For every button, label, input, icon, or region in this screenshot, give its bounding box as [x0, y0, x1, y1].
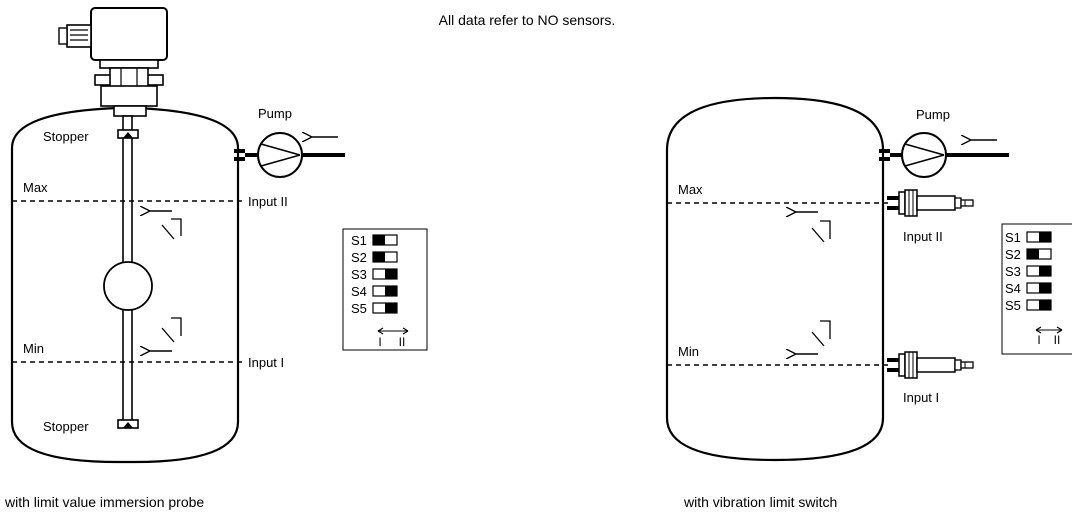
right-pump-icon	[879, 132, 1009, 178]
left-input-upper-label: Input II	[248, 194, 288, 209]
dip-right-switch-knob-3	[1039, 266, 1051, 276]
left-tank-assembly: Stopper Stopper Max Min Input II Input I…	[4, 7, 345, 510]
header-note: All data refer to NO sensors.	[439, 12, 616, 28]
vibration-switch-lower-icon	[887, 351, 974, 379]
stopper-top-icon	[117, 129, 139, 139]
dip-left-switch-knob-1	[373, 235, 385, 245]
right-tank-assembly: Max Min Input II Input I Pump	[665, 96, 1009, 510]
left-min-label: Min	[23, 341, 44, 356]
stopper-top-label: Stopper	[43, 129, 89, 144]
right-tank	[665, 96, 885, 462]
dip-right-switch-knob-2	[1027, 249, 1039, 259]
right-upper-contact-icon	[811, 220, 831, 243]
left-upper-contact-icon	[161, 218, 182, 240]
left-max-label: Max	[23, 180, 48, 195]
dip-left-label-5: S5	[351, 301, 367, 316]
dip-left-label-3: S3	[351, 267, 367, 282]
left-pump-icon	[234, 132, 345, 178]
dip-left-switch-knob-4	[385, 286, 397, 296]
left-input-lower-label: Input I	[248, 355, 284, 370]
dip-right-pos-i: I	[1037, 333, 1040, 347]
dip-right-switch-knob-4	[1039, 283, 1051, 293]
dip-left-pos-ii: II	[399, 335, 406, 349]
dip-right-pos-ii: II	[1054, 333, 1061, 347]
dip-left-label-4: S4	[351, 284, 367, 299]
left-caption: with limit value immersion probe	[4, 494, 204, 510]
left-pump-label: Pump	[258, 106, 292, 121]
right-caption: with vibration limit switch	[683, 494, 837, 510]
stopper-bottom-label: Stopper	[43, 419, 89, 434]
probe-head-icon	[58, 7, 168, 117]
vibration-switch-upper-icon	[887, 189, 974, 217]
dip-right-label-3: S3	[1005, 264, 1021, 279]
dip-right-label-5: S5	[1005, 298, 1021, 313]
left-tank	[10, 106, 240, 464]
right-lower-contact-icon	[811, 320, 831, 347]
float-icon	[103, 261, 153, 311]
dip-right-switch-knob-1	[1039, 232, 1051, 242]
dip-left-switch-knob-2	[373, 252, 385, 262]
stopper-bottom-icon	[117, 419, 139, 429]
dip-right-label-2: S2	[1005, 247, 1021, 262]
right-input-lower-label: Input I	[903, 390, 939, 405]
dip-left-label-1: S1	[351, 233, 367, 248]
dip-right-label-4: S4	[1005, 281, 1021, 296]
dip-left-label-2: S2	[351, 250, 367, 265]
right-min-label: Min	[678, 344, 699, 359]
right-max-label: Max	[678, 182, 703, 197]
dip-right-label-1: S1	[1005, 230, 1021, 245]
right-input-upper-label: Input II	[903, 229, 943, 244]
dip-left-pos-i: I	[378, 335, 381, 349]
dip-left-switch-knob-5	[385, 303, 397, 313]
dip-right-switch-knob-5	[1039, 300, 1051, 310]
dip-left-switch-knob-3	[385, 269, 397, 279]
right-pump-label: Pump	[916, 107, 950, 122]
left-lower-contact-icon	[161, 317, 182, 343]
